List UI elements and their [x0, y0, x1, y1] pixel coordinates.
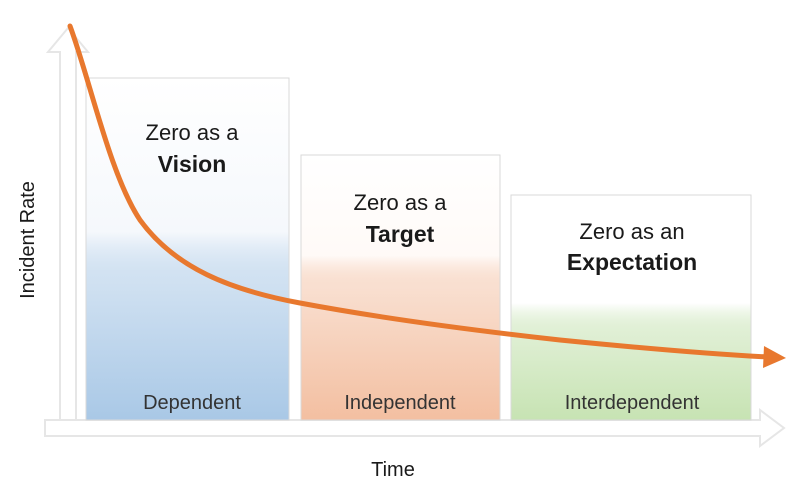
stage-box-vision: Zero as a Vision Dependent [85, 77, 290, 421]
stage-title: Expectation [567, 249, 697, 275]
stage-heading: Zero as an [579, 219, 684, 244]
decay-curve [67, 23, 771, 360]
curve-arrowhead [763, 346, 786, 368]
y-axis-label: Incident Rate [17, 181, 39, 299]
stage-heading: Zero as a [354, 190, 448, 215]
stage-footer: Independent [344, 392, 456, 414]
x-axis-label: Time [371, 459, 415, 481]
y-axis-arrow [45, 26, 91, 421]
x-axis-arrow [44, 408, 786, 448]
stage-footer: Dependent [143, 392, 241, 414]
stage-title: Target [366, 221, 435, 247]
stage-heading: Zero as a [146, 120, 240, 145]
stage-box-target: Zero as a Target Independent [300, 154, 501, 421]
stage-title: Vision [158, 151, 227, 177]
stage-box-expectation: Zero as an Expectation Interdependent [510, 194, 752, 421]
stage-footer: Interdependent [565, 392, 700, 414]
